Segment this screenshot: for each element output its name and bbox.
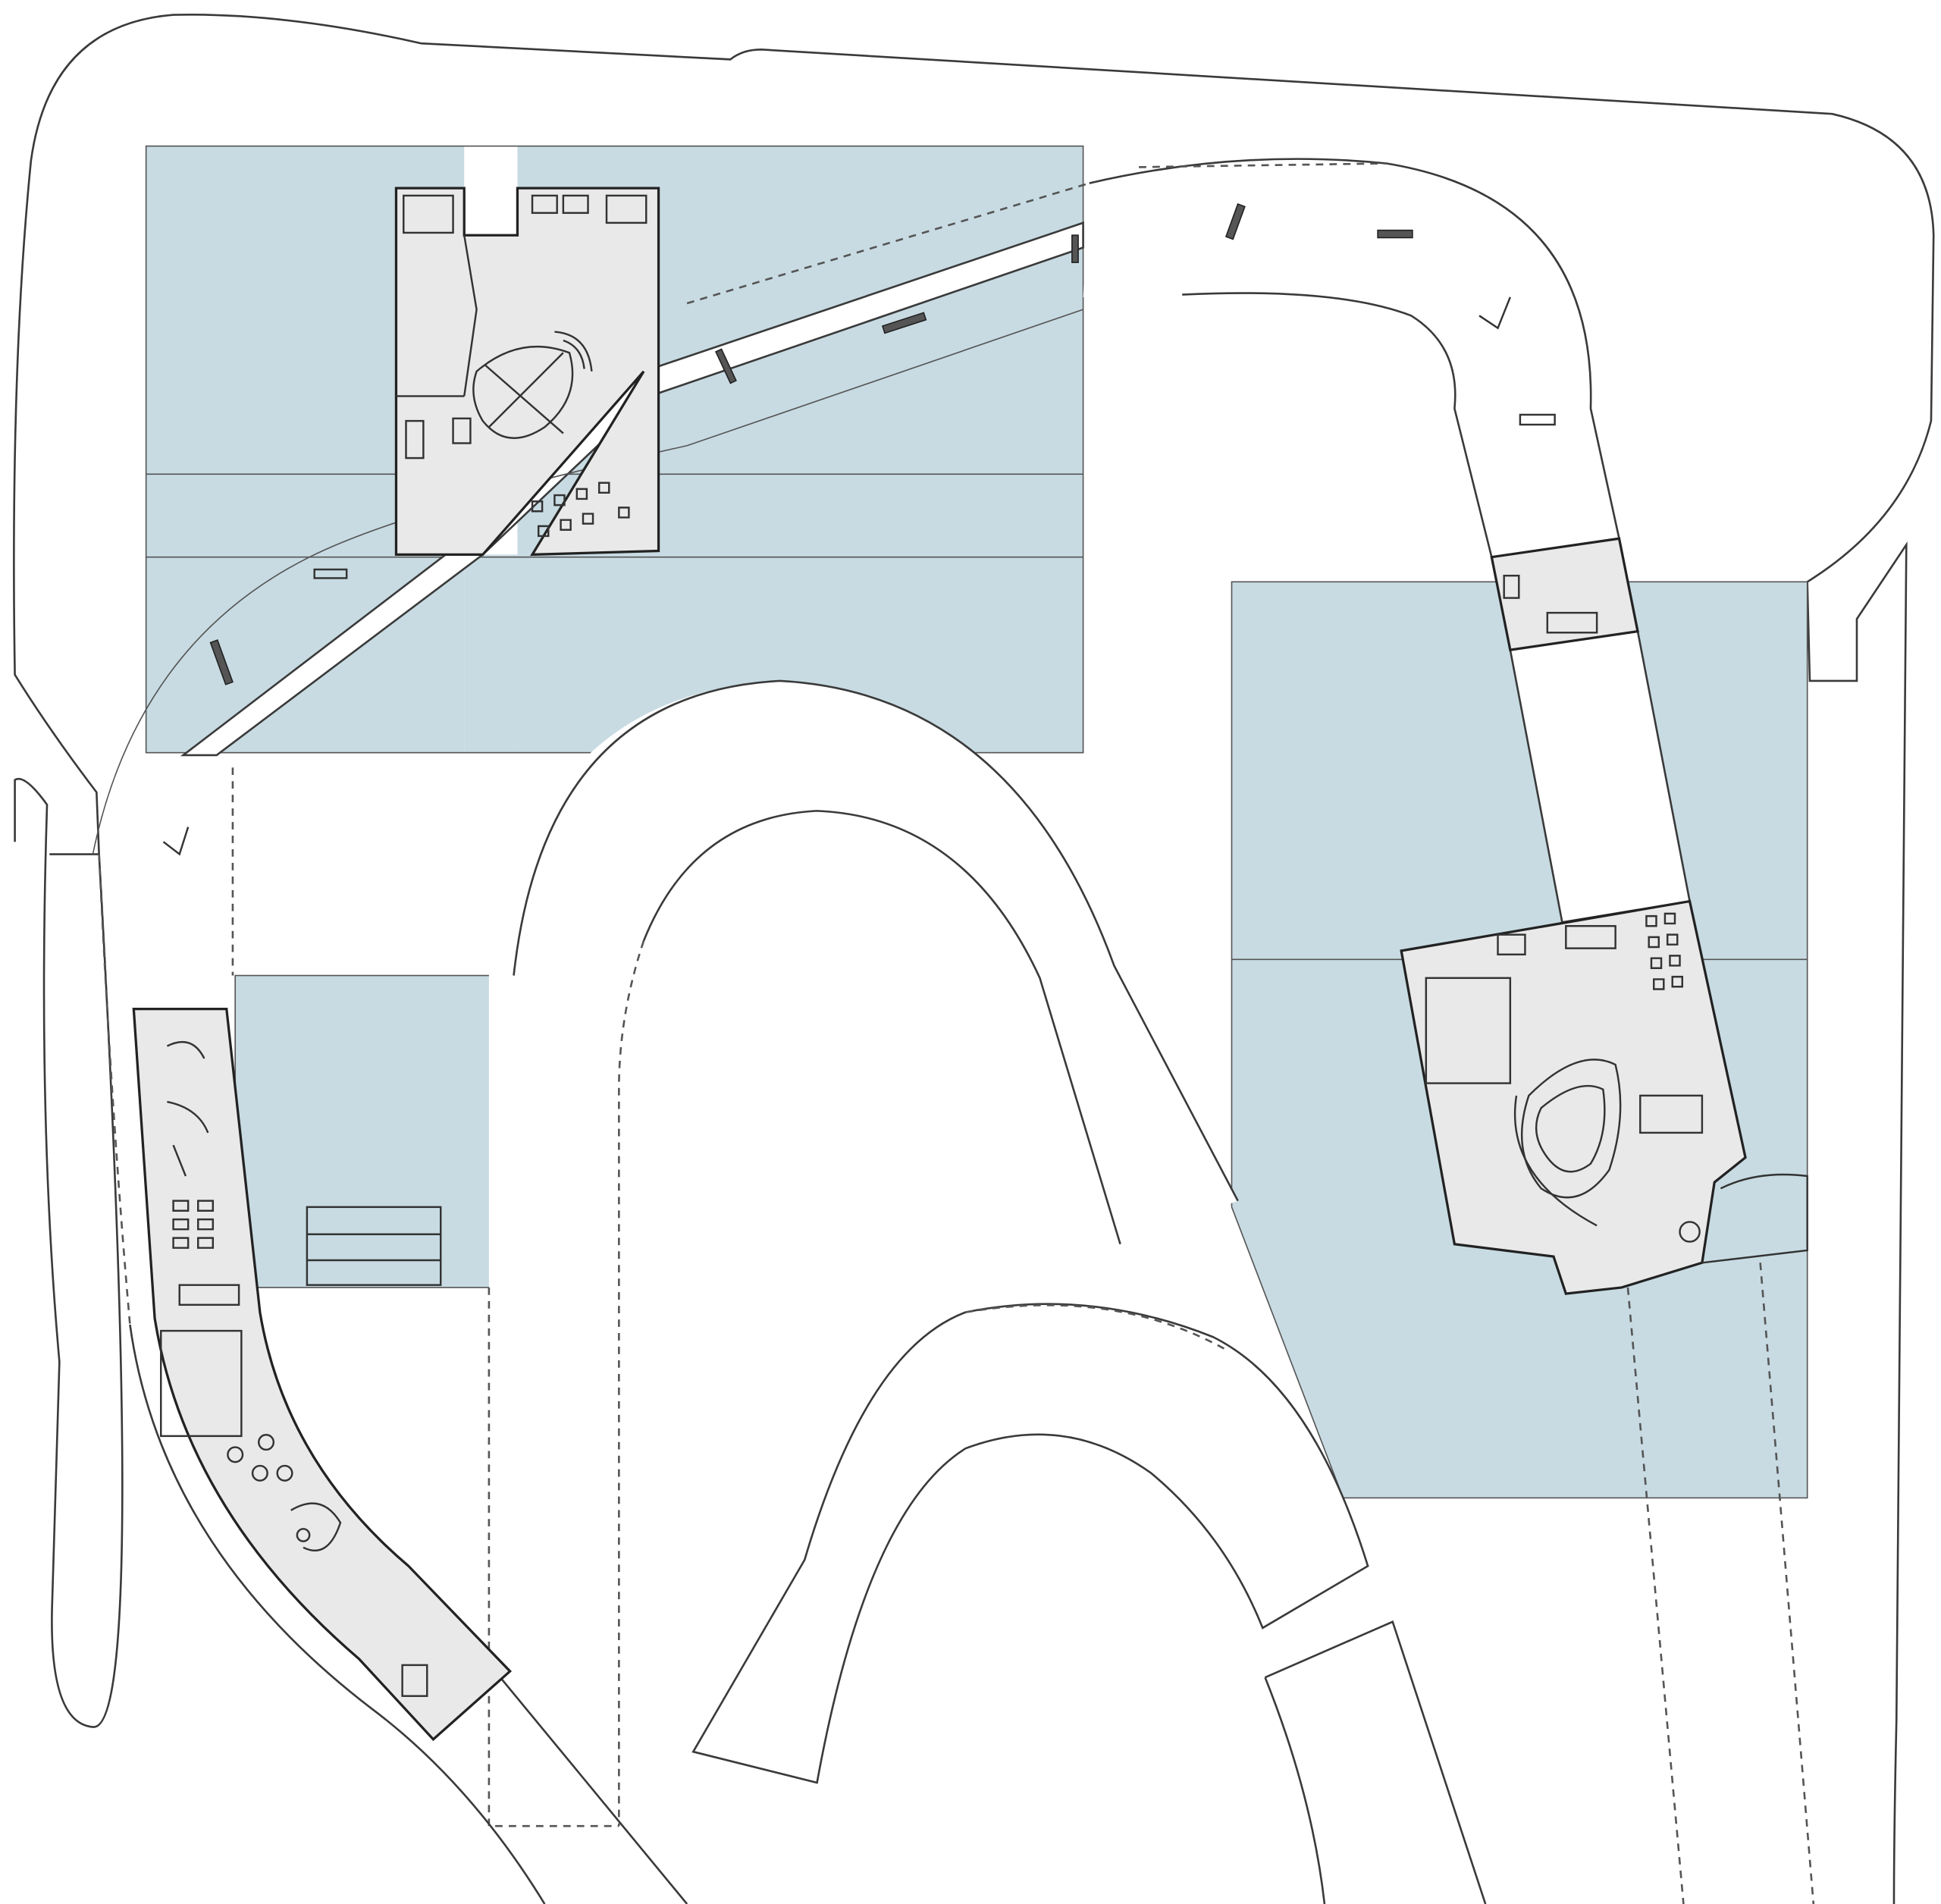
road-dash-top <box>686 162 1387 305</box>
big-arch-outer <box>513 679 1239 1202</box>
zone-lower-left <box>235 975 514 1288</box>
parking-grid <box>306 1206 442 1286</box>
top-road-edge-inner <box>1182 292 1493 558</box>
lower-arch-outer <box>691 1303 1369 1784</box>
big-arch-road <box>488 680 1238 1827</box>
plaza-ellipse <box>472 345 574 439</box>
top-curved-road <box>1083 158 1620 557</box>
big-arch-dash-inner <box>618 940 645 1827</box>
court <box>1425 977 1512 1084</box>
big-arch-inner <box>642 810 1121 1245</box>
lower-arch-dash <box>965 1304 1226 1350</box>
zone-top-gap-lower <box>464 554 518 753</box>
right-road-dashes <box>1626 1263 1815 1904</box>
building-north <box>394 187 660 557</box>
building-gatehouse <box>1490 537 1639 651</box>
site-boundary <box>13 14 1935 1904</box>
zone-outline <box>1231 581 1808 1499</box>
building-west-strip <box>132 1007 513 1742</box>
left-road-dash <box>98 767 234 1325</box>
lower-right-road <box>1264 1620 1487 1904</box>
top-road-edge-outer <box>1089 158 1620 539</box>
road-group <box>92 158 1815 1904</box>
building-east <box>1400 899 1808 1295</box>
site-marks <box>162 203 1556 1286</box>
